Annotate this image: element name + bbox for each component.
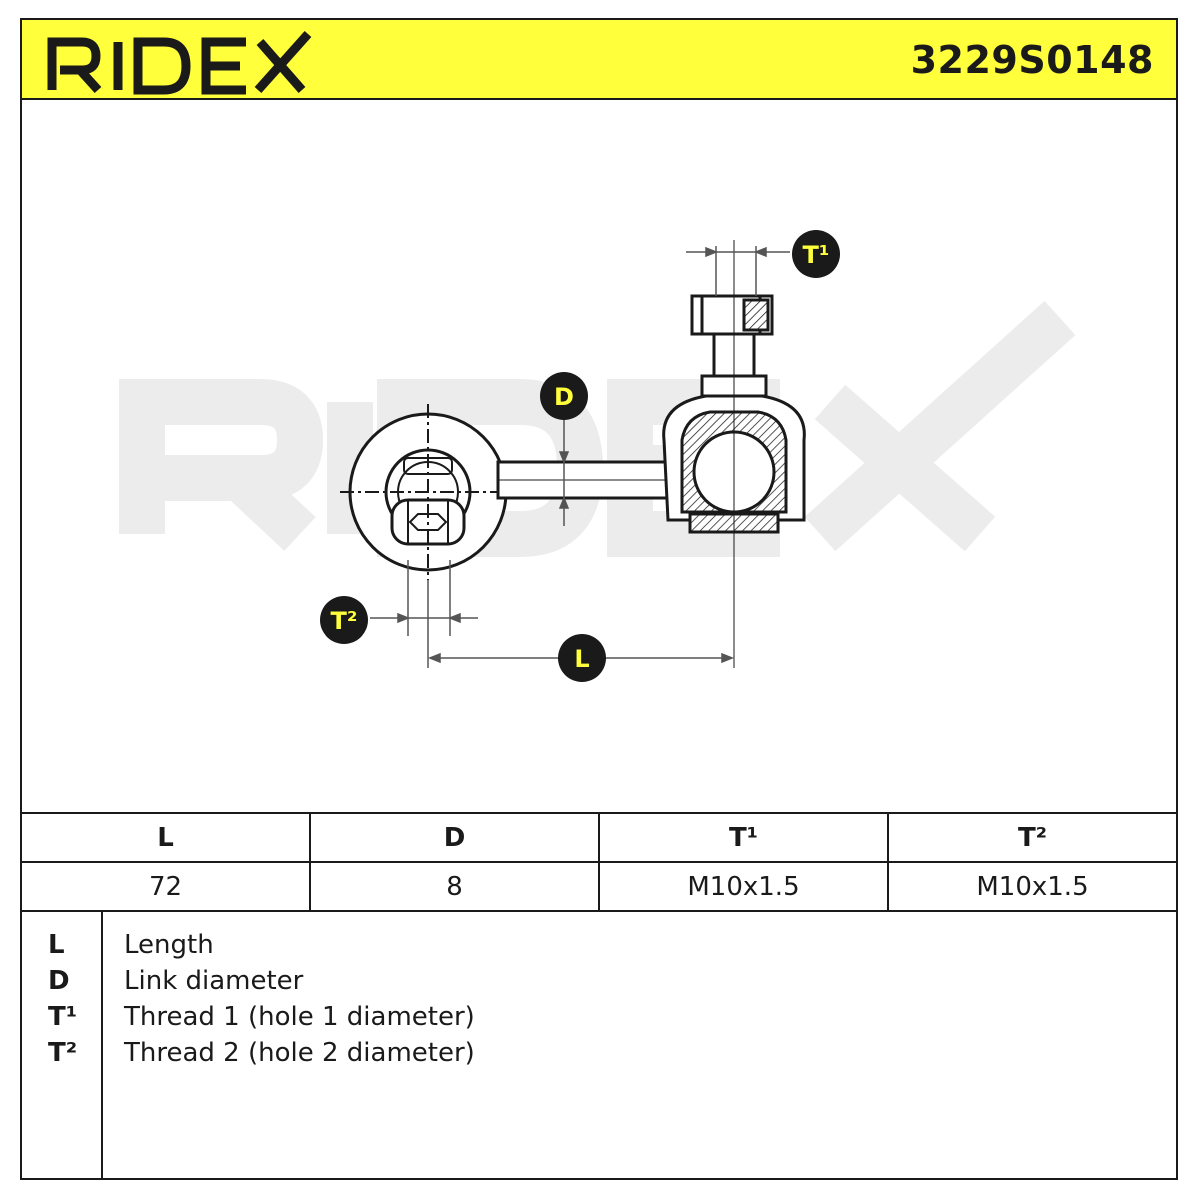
right-ball-joint <box>662 240 806 668</box>
legend-key: L <box>48 930 65 960</box>
legend-key: T¹ <box>48 1002 78 1032</box>
callout-t1: T¹ <box>792 230 840 278</box>
spec-table: L D T¹ T² 72 8 M10x1.5 M10x1.5 <box>20 812 1178 912</box>
legend-desc: Thread 2 (hole 2 diameter) <box>124 1038 475 1068</box>
legend-divider <box>101 912 103 1178</box>
legend-key: D <box>48 966 70 996</box>
part-number: 3229S0148 <box>910 38 1154 82</box>
callout-d: D <box>540 372 588 420</box>
spec-value-l: 72 <box>20 861 311 912</box>
legend-desc: Thread 1 (hole 1 diameter) <box>124 1002 475 1032</box>
callout-t2: T² <box>320 596 368 644</box>
spec-value-t2: M10x1.5 <box>887 861 1178 912</box>
ridex-logo <box>47 31 312 95</box>
legend-box: L Length D Link diameter T¹ Thread 1 (ho… <box>20 910 1178 1180</box>
ridex-watermark <box>119 300 1076 557</box>
spec-value-d: 8 <box>309 861 600 912</box>
spec-header-l: L <box>20 812 311 863</box>
callout-l: L <box>558 634 606 682</box>
legend-desc: Link diameter <box>124 966 304 996</box>
spec-header-t1: T¹ <box>598 812 889 863</box>
legend-desc: Length <box>124 930 214 960</box>
spec-header-d: D <box>309 812 600 863</box>
spec-value-row: 72 8 M10x1.5 M10x1.5 <box>20 861 1178 912</box>
legend-key: T² <box>48 1038 78 1068</box>
technical-drawing: T¹ D T² L <box>119 230 1076 682</box>
header-bar: 3229S0148 <box>20 18 1178 100</box>
svg-text:L: L <box>574 645 589 673</box>
svg-text:T²: T² <box>331 607 358 635</box>
svg-text:D: D <box>554 383 574 411</box>
link-rod <box>496 460 672 500</box>
svg-text:T¹: T¹ <box>803 241 830 269</box>
left-eye-joint <box>340 404 520 580</box>
spec-value-t1: M10x1.5 <box>598 861 889 912</box>
spec-header-row: L D T¹ T² <box>20 812 1178 863</box>
spec-header-t2: T² <box>887 812 1178 863</box>
